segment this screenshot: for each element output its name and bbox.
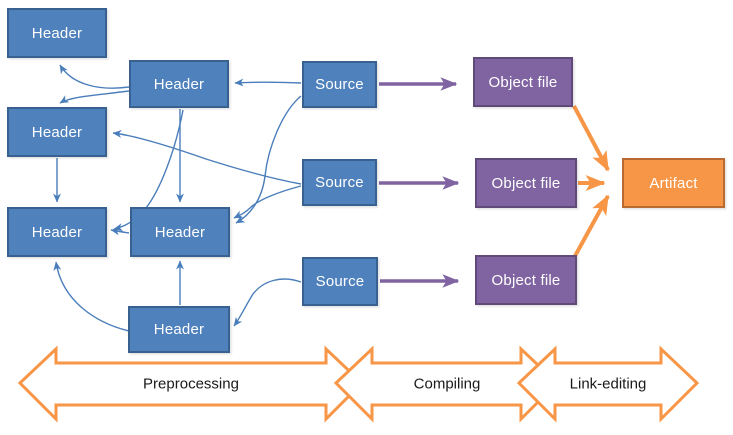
node-header-1-label: Header [31,24,83,42]
node-object-file-2-label: Object file [491,174,561,192]
edge-object1-artifact [572,105,610,172]
node-header-4: Header [7,207,107,257]
node-object-file-3-label: Object file [491,271,561,289]
node-source-2-label: Source [315,174,364,191]
stage-banner-arrows [17,345,700,423]
node-header-2: Header [129,60,229,108]
node-source-1: Source [302,61,377,108]
node-object-file-1: Object file [473,57,573,107]
node-header-4-label: Header [31,223,83,241]
edge-header5-header4 [110,227,130,236]
node-header-5-label: Header [154,223,206,241]
edge-header2-header4 [113,109,184,232]
node-object-file-1-label: Object file [488,73,558,91]
node-header-6-label: Header [153,321,205,338]
edge-source1-header2 [234,78,302,87]
node-source-2: Source [302,159,377,206]
node-header-1: Header [7,8,107,58]
node-object-file-3: Object file [475,255,577,305]
edge-header2-header1 [59,64,130,89]
node-header-3-label: Header [31,123,83,141]
node-object-file-2: Object file [475,158,577,208]
node-source-3: Source [302,257,378,306]
edge-header2-header3 [59,90,130,104]
node-header-5: Header [130,207,230,257]
node-header-6: Header [128,306,230,353]
edge-source2-header3 [112,129,302,185]
node-source-3-label: Source [315,273,365,290]
stage-label-preprocessing: Preprocessing [143,375,239,393]
node-artifact-label: Artifact [649,174,698,192]
node-source-1-label: Source [315,76,364,93]
edge-header6-header4 [53,261,130,332]
edge-object3-artifact [573,194,610,257]
stage-label-compiling: Compiling [413,375,481,393]
node-header-2-label: Header [153,75,205,93]
stage-arrow-link-editing [516,345,700,423]
edge-source1-header5 [235,95,302,224]
stage-label-link-editing: Link-editing [569,375,647,393]
edge-source3-header6 [233,278,302,327]
node-artifact: Artifact [622,158,725,208]
node-header-3: Header [7,107,107,157]
edge-source2-header5 [233,185,302,219]
